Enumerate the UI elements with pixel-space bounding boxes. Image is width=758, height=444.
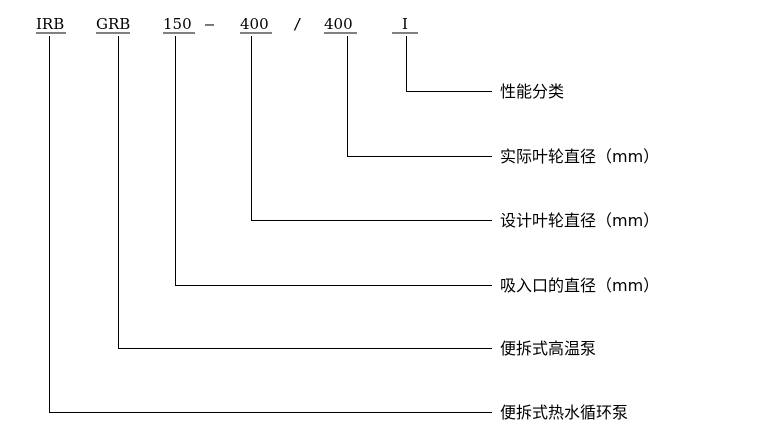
leader-line-150 bbox=[175, 36, 492, 286]
code-part-i: I bbox=[402, 15, 408, 33]
label-suction-diameter: 吸入口的直径（mm） bbox=[500, 276, 659, 295]
label-actual-impeller-diameter: 实际叶轮直径（mm） bbox=[500, 147, 659, 166]
label-design-impeller-diameter: 设计叶轮直径（mm） bbox=[500, 211, 659, 230]
leader-line-i bbox=[406, 36, 492, 92]
label-hot-water-circulation-pump: 便拆式热水循环泵 bbox=[500, 403, 628, 422]
code-part-irb: IRB bbox=[36, 15, 64, 33]
separator-slash: / bbox=[293, 15, 302, 33]
code-part-400-design: 400 bbox=[240, 15, 269, 33]
leader-line-irb bbox=[49, 36, 492, 413]
code-row: IRB GRB 150 — 400 / 400 I bbox=[36, 15, 418, 34]
label-performance-class: 性能分类 bbox=[500, 82, 564, 101]
leader-line-400-design bbox=[251, 36, 492, 221]
leader-lines bbox=[49, 36, 492, 413]
leader-line-400-actual bbox=[347, 36, 492, 157]
leader-line-grb bbox=[118, 36, 492, 349]
code-part-400-actual: 400 bbox=[324, 15, 353, 33]
label-high-temp-pump: 便拆式高温泵 bbox=[500, 339, 596, 358]
code-part-grb: GRB bbox=[96, 15, 130, 33]
code-part-150: 150 bbox=[163, 15, 192, 33]
meaning-labels: 性能分类 实际叶轮直径（mm） 设计叶轮直径（mm） 吸入口的直径（mm） 便拆… bbox=[500, 82, 659, 422]
separator-dash: — bbox=[205, 15, 215, 33]
